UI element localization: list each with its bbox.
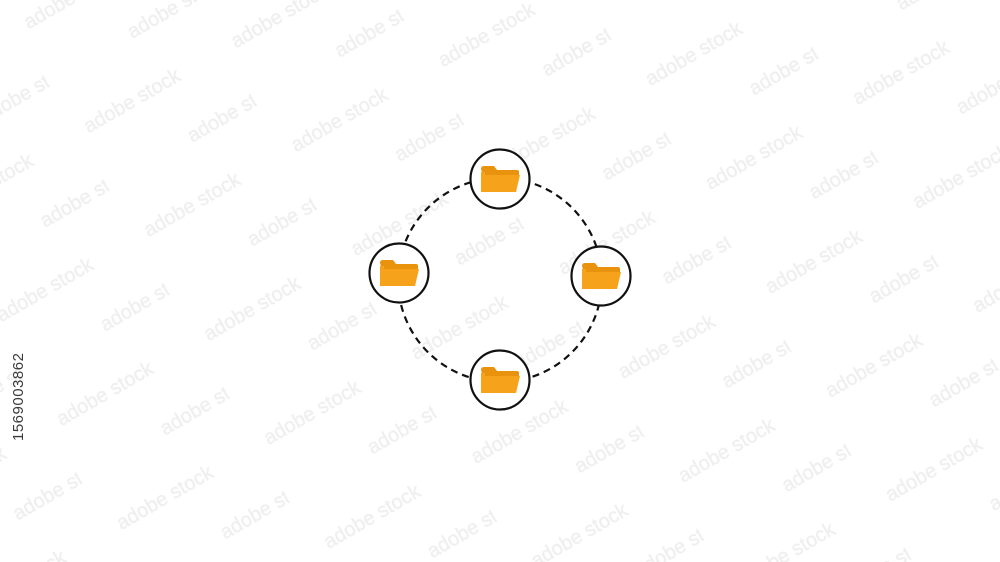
folder-icon xyxy=(380,260,419,286)
folder-icon xyxy=(481,166,520,192)
folder-icon xyxy=(582,263,621,289)
folder-icon xyxy=(481,367,520,393)
folder-node-right xyxy=(570,245,632,307)
folder-node-left xyxy=(368,242,430,304)
folder-node-top xyxy=(469,148,531,210)
folder-node-bottom xyxy=(469,349,531,411)
stock-id-caption: 1569003862 xyxy=(10,352,27,441)
